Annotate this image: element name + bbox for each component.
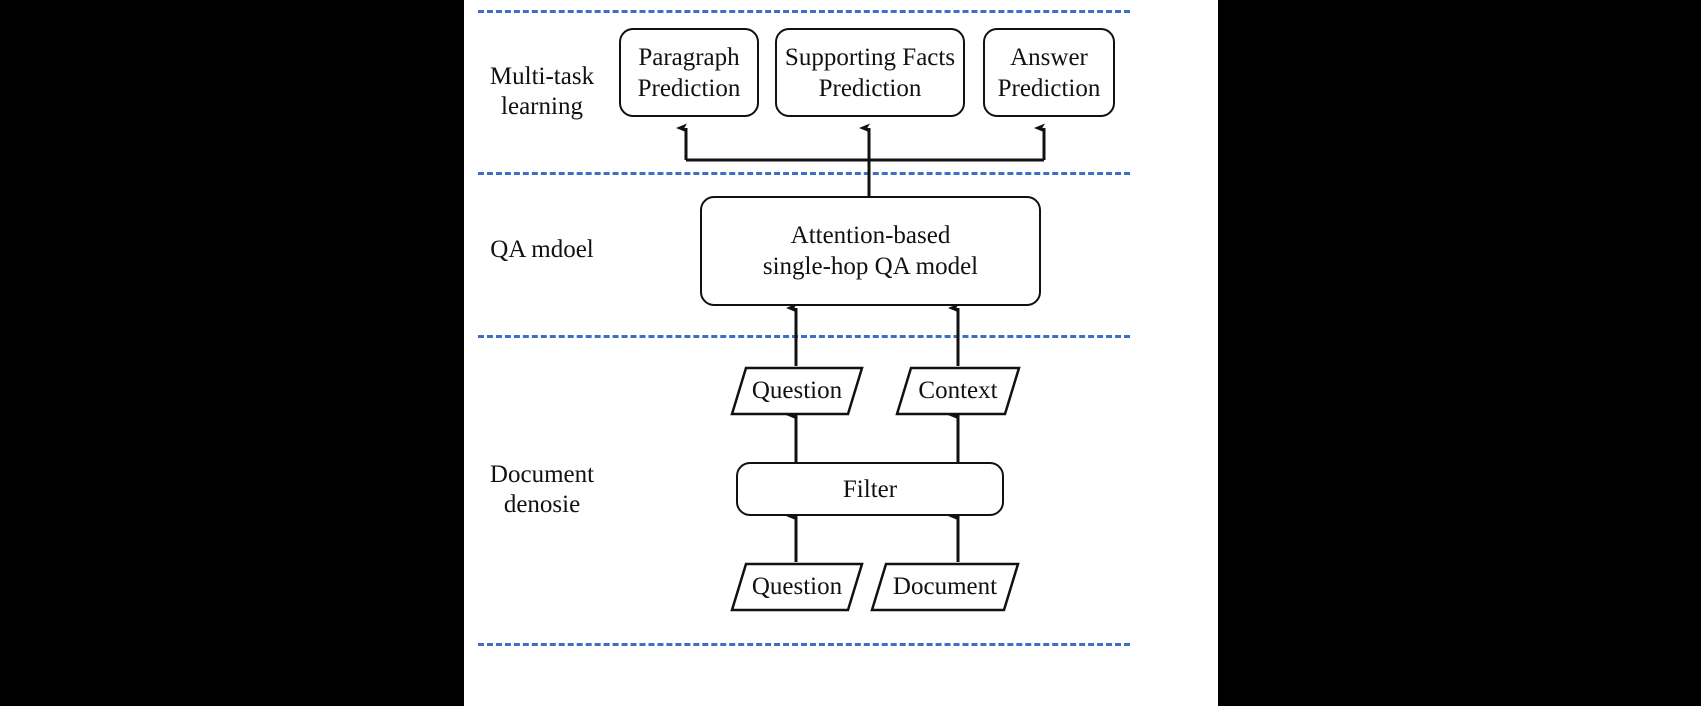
node-context[interactable]: Context	[895, 366, 1021, 416]
divider-bottom	[478, 643, 1130, 646]
stage-label-multi-task-learning: Multi-task learning	[489, 63, 595, 120]
node-answer-prediction[interactable]: Answer Prediction	[983, 28, 1115, 117]
node-filter[interactable]: Filter	[736, 462, 1004, 516]
node-supporting-facts-prediction[interactable]: Supporting Facts Prediction	[775, 28, 965, 117]
divider-top	[478, 10, 1130, 13]
stage-label-document-denoise: Document denosie	[489, 461, 595, 518]
node-question-mid[interactable]: Question	[730, 366, 864, 416]
node-question-input[interactable]: Question	[730, 562, 864, 612]
stage-label-qa-model: QA mdoel	[490, 236, 594, 263]
node-attention-based-single-hop-qa-model[interactable]: Attention-based single-hop QA model	[700, 196, 1041, 306]
node-document-input[interactable]: Document	[870, 562, 1020, 612]
divider-qa-denoise	[478, 335, 1130, 338]
divider-multitask-qa	[478, 172, 1130, 175]
diagram-canvas: Multi-task learning QA mdoel Document de…	[464, 0, 1218, 706]
node-paragraph-prediction[interactable]: Paragraph Prediction	[619, 28, 759, 117]
